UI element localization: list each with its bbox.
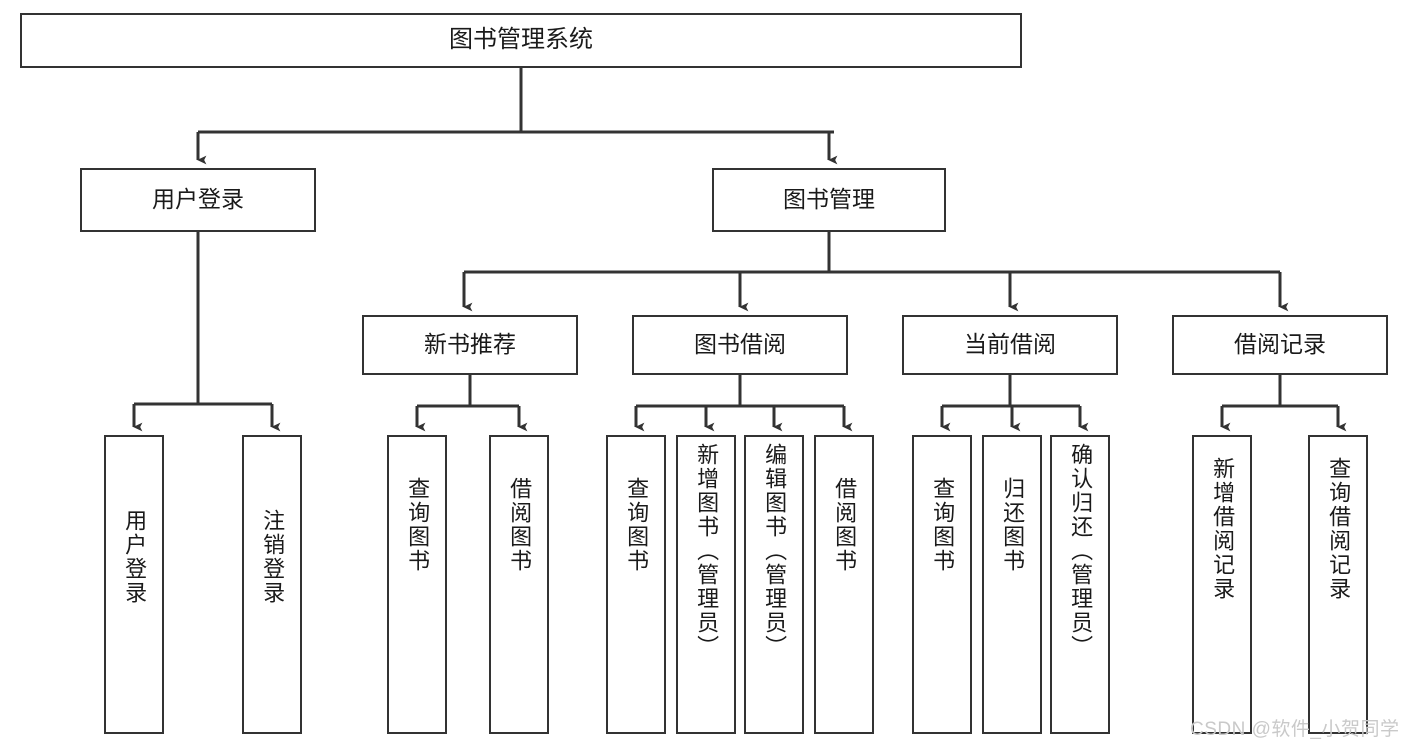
leaf-add-book-admin[interactable]: 新增图书（管理员） (676, 435, 736, 734)
node-label: 图书管理系统 (449, 26, 593, 54)
leaf-edit-book-admin[interactable]: 编辑图书（管理员） (744, 435, 804, 734)
leaf-label: 查询图书 (624, 477, 650, 573)
node-label: 图书借阅 (694, 331, 786, 358)
node-book-management[interactable]: 图书管理 (712, 168, 946, 232)
node-new-book-recommend[interactable]: 新书推荐 (362, 315, 578, 375)
leaf-logout[interactable]: 注销登录 (242, 435, 302, 734)
leaf-label: 借阅图书 (507, 477, 533, 573)
leaf-label: 查询借阅记录 (1326, 457, 1352, 601)
leaf-add-borrow-record[interactable]: 新增借阅记录 (1192, 435, 1252, 734)
node-book-borrow[interactable]: 图书借阅 (632, 315, 848, 375)
leaf-query-books-current[interactable]: 查询图书 (912, 435, 972, 734)
node-label: 新书推荐 (424, 331, 516, 358)
leaf-borrow-books[interactable]: 借阅图书 (814, 435, 874, 734)
leaf-label: 查询图书 (405, 477, 431, 573)
node-borrow-records[interactable]: 借阅记录 (1172, 315, 1388, 375)
node-label: 借阅记录 (1234, 331, 1326, 358)
leaf-label: 新增借阅记录 (1210, 457, 1236, 601)
node-user-login[interactable]: 用户登录 (80, 168, 316, 232)
leaf-label: 编辑图书（管理员） (762, 443, 788, 659)
node-label: 图书管理 (783, 186, 875, 213)
leaf-query-borrow-record[interactable]: 查询借阅记录 (1308, 435, 1368, 734)
leaf-user-login[interactable]: 用户登录 (104, 435, 164, 734)
leaf-query-books-borrow[interactable]: 查询图书 (606, 435, 666, 734)
leaf-label: 查询图书 (930, 477, 956, 573)
leaf-label: 用户登录 (122, 509, 148, 605)
node-label: 用户登录 (152, 186, 244, 213)
csdn-watermark: CSDN @软件_小贺同学 (1190, 719, 1400, 740)
leaf-query-books-recommend[interactable]: 查询图书 (387, 435, 447, 734)
leaf-borrow-books-recommend[interactable]: 借阅图书 (489, 435, 549, 734)
leaf-return-books[interactable]: 归还图书 (982, 435, 1042, 734)
node-label: 当前借阅 (964, 331, 1056, 358)
leaf-confirm-return-admin[interactable]: 确认归还（管理员） (1050, 435, 1110, 734)
leaf-label: 确认归还（管理员） (1068, 443, 1094, 659)
node-book-management-system[interactable]: 图书管理系统 (20, 13, 1022, 68)
node-current-borrow[interactable]: 当前借阅 (902, 315, 1118, 375)
leaf-label: 注销登录 (260, 509, 286, 605)
leaf-label: 归还图书 (1000, 477, 1026, 573)
leaf-label: 借阅图书 (832, 477, 858, 573)
leaf-label: 新增图书（管理员） (694, 443, 720, 659)
